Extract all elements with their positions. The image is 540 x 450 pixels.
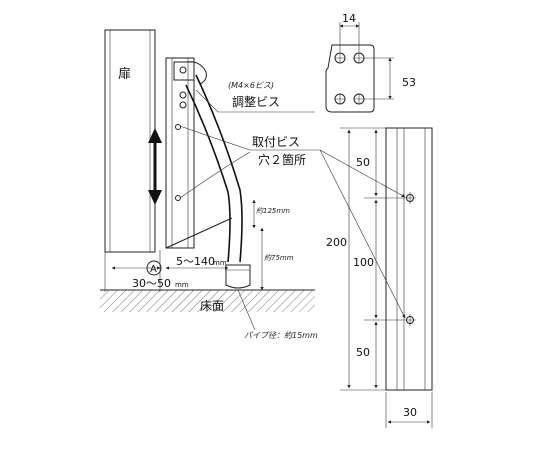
adjust-screw-leader [195,89,315,113]
svg-text:mm: mm [175,281,189,289]
screw-hole-top [175,124,181,130]
dim-30-50: 30〜50 [132,277,171,290]
screw-hole-bottom [175,195,181,201]
stopper-arm-inner [185,84,231,263]
screw-spec-label: (M4×6ビス) [228,81,274,90]
plate-holes [334,52,365,105]
hole-leader-top [319,149,406,198]
door-label: 扉 [118,66,131,82]
mount-screw-label: 取付ビス [252,135,300,149]
rubber-foot [225,264,251,289]
dim-a-letter: A [150,264,157,275]
dim-5-140: 5〜140 [176,255,215,268]
dim-approx-125: 約125mm [256,207,290,215]
plate-width-dim: 14 [342,12,356,25]
mount-screw-leader-top [179,125,320,151]
door-assembly: 扉 床面 A [100,29,406,340]
rail-width-dim: 30 [403,406,417,419]
door-leaf [104,29,156,253]
rail-middle-dim: 100 [353,256,374,269]
rail-bottom-dim: 50 [356,346,370,359]
plate-height-dim: 53 [402,76,416,89]
pipe-diameter-label: パイプ径：約15mm [244,331,318,340]
bracket-plate [325,44,375,113]
mount-screw-leader-bottom [179,151,251,199]
stopper-arm-outer [195,74,243,263]
svg-text:mm: mm [213,259,227,267]
rail-top-dim: 50 [356,156,370,169]
rail-total-dim: 200 [326,236,347,249]
two-holes-label: 穴２箇所 [258,152,306,167]
floor-label: 床面 [200,299,224,313]
floor-hatch [100,290,315,312]
adjust-screw-label: 調整ビス [232,94,280,109]
updown-arrow-icon [148,128,162,205]
bracket-plate-detail: 14 53 [325,12,416,113]
dim-approx-75: 約75mm [264,254,294,262]
rail-body [385,127,433,391]
mounting-plate [165,57,195,249]
dim-a-marker [146,260,162,276]
rail-detail: 200 50 100 50 30 [326,127,433,428]
hole-leader-bottom [319,149,406,319]
